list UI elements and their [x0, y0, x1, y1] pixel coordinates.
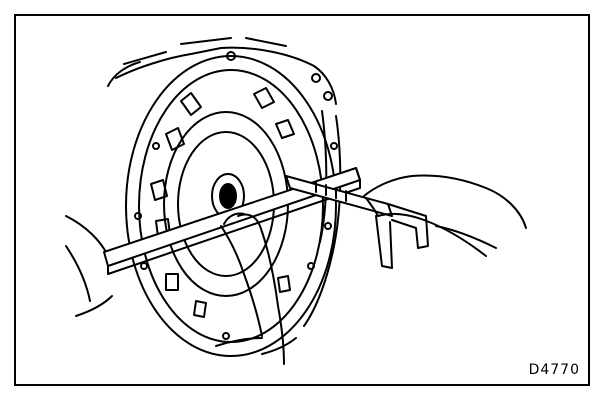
right-hand [363, 174, 527, 257]
figure-code-label: D4770 [528, 362, 580, 378]
left-hand [65, 215, 113, 317]
center-hand [215, 212, 285, 365]
straightedge [103, 167, 361, 275]
figure-frame: D4770 [14, 14, 590, 386]
depth-gauge [285, 175, 429, 269]
torque-converter [125, 55, 337, 357]
torque-converter-measurement-illustration [65, 37, 527, 365]
